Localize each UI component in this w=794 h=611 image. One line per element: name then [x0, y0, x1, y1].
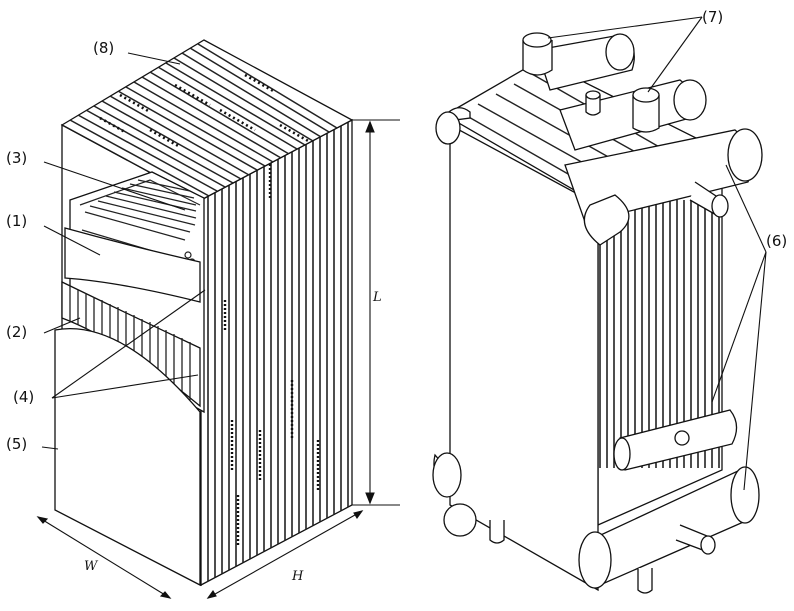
nozzle-top-right	[632, 87, 660, 133]
header-middle	[613, 409, 738, 471]
side-beads	[223, 160, 320, 545]
assembled-exchanger	[432, 32, 763, 594]
top-beads	[99, 73, 311, 149]
plate-fin-core	[36, 39, 400, 599]
label-5: (5)	[6, 435, 27, 453]
header-bottom-front	[578, 531, 612, 589]
label-7: (7)	[702, 8, 723, 26]
nozzle-small	[585, 90, 601, 116]
nozzle-side	[689, 181, 729, 218]
label-8: (8)	[93, 39, 114, 57]
top-layers	[62, 43, 338, 200]
header-bottom-left	[432, 452, 462, 498]
dimension-l: L	[372, 290, 382, 305]
nozzle-top-left	[522, 32, 553, 76]
header-top-back	[536, 33, 635, 91]
parting-sheet	[64, 227, 201, 303]
assembly-front	[449, 123, 599, 592]
header-top-left	[435, 107, 471, 145]
label-4: (4)	[13, 388, 34, 406]
side-face	[200, 118, 353, 587]
dimension-lines	[36, 119, 400, 599]
header-vertical	[583, 194, 630, 246]
cap-sheet	[54, 328, 201, 587]
label-2: (2)	[6, 323, 27, 341]
header-bottom-right	[589, 466, 760, 586]
label-6: (6)	[766, 232, 787, 250]
layer-stripes	[207, 120, 349, 585]
dimension-w: W	[84, 559, 99, 574]
label-3: (3)	[6, 149, 27, 167]
callout-labels: (8) (3) (1) (2) (4) (5) (7) (6) W H L	[6, 8, 787, 584]
dimension-h: H	[291, 569, 304, 584]
leader-lines	[41, 16, 767, 491]
header-top-middle	[559, 79, 707, 151]
nozzle-bottom	[489, 520, 716, 594]
label-1: (1)	[6, 212, 27, 230]
header-bottom-back	[443, 503, 477, 537]
